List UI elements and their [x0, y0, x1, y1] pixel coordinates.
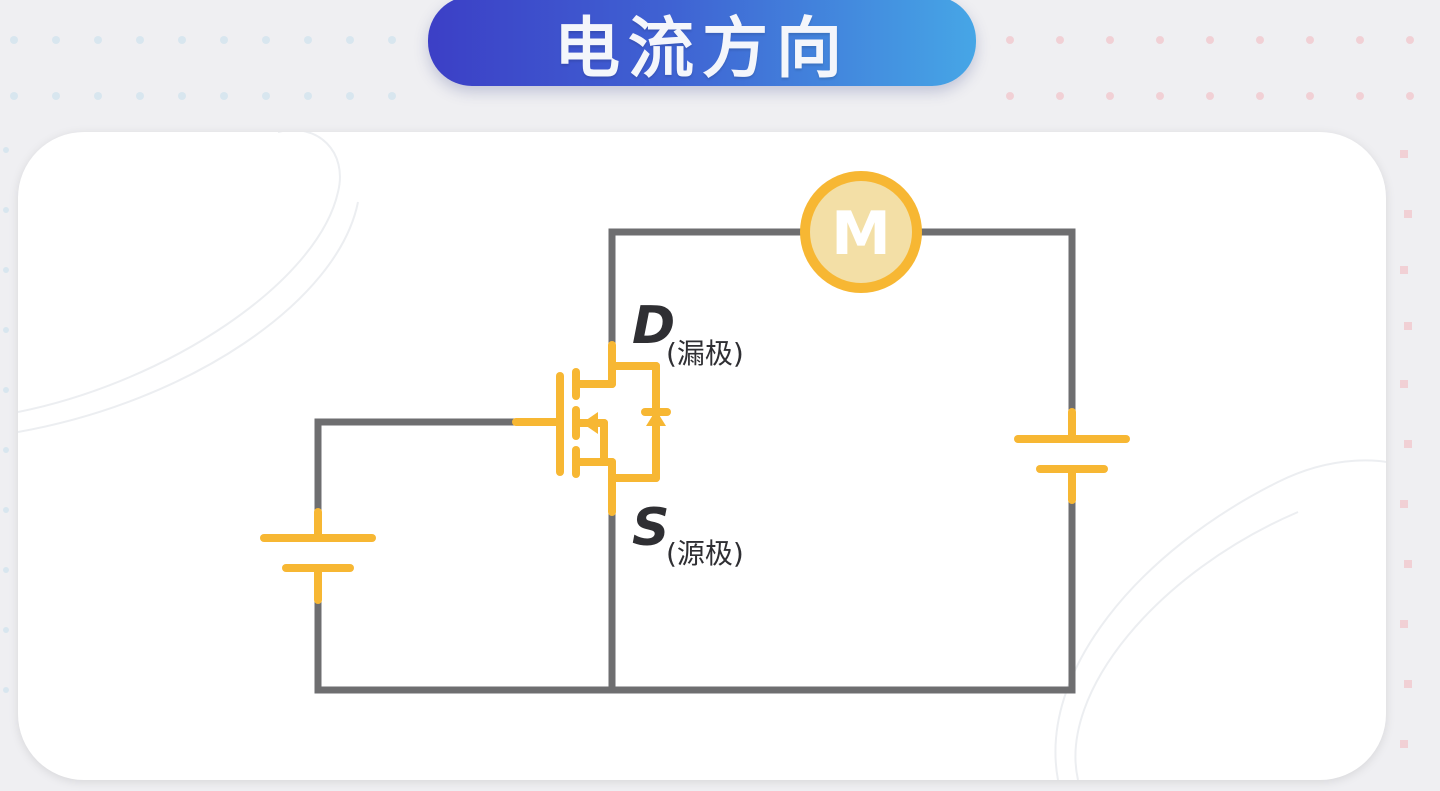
wire-gate: [314, 418, 520, 516]
motor-label: M: [831, 199, 891, 269]
wire-drain-to-motor: [608, 228, 804, 349]
wire-motor-to-right-battery: [918, 228, 1076, 416]
page-title: 电流方向: [554, 10, 850, 87]
source-letter: S: [632, 498, 670, 558]
drain-name: (漏极): [666, 337, 744, 370]
battery-left: [260, 508, 376, 604]
card-decoration: [18, 132, 1386, 780]
source-name: (源极): [666, 537, 744, 570]
channel-arrow-icon: [582, 412, 598, 434]
motor: M: [800, 171, 922, 293]
battery-right: [1014, 408, 1130, 504]
diagram-card: [18, 132, 1386, 780]
wire-right-battery-to-ground: [314, 496, 1076, 694]
diode-arrow-icon: [646, 410, 666, 426]
title-banner: 电流方向: [428, 0, 976, 87]
drain-letter: D: [632, 296, 676, 356]
